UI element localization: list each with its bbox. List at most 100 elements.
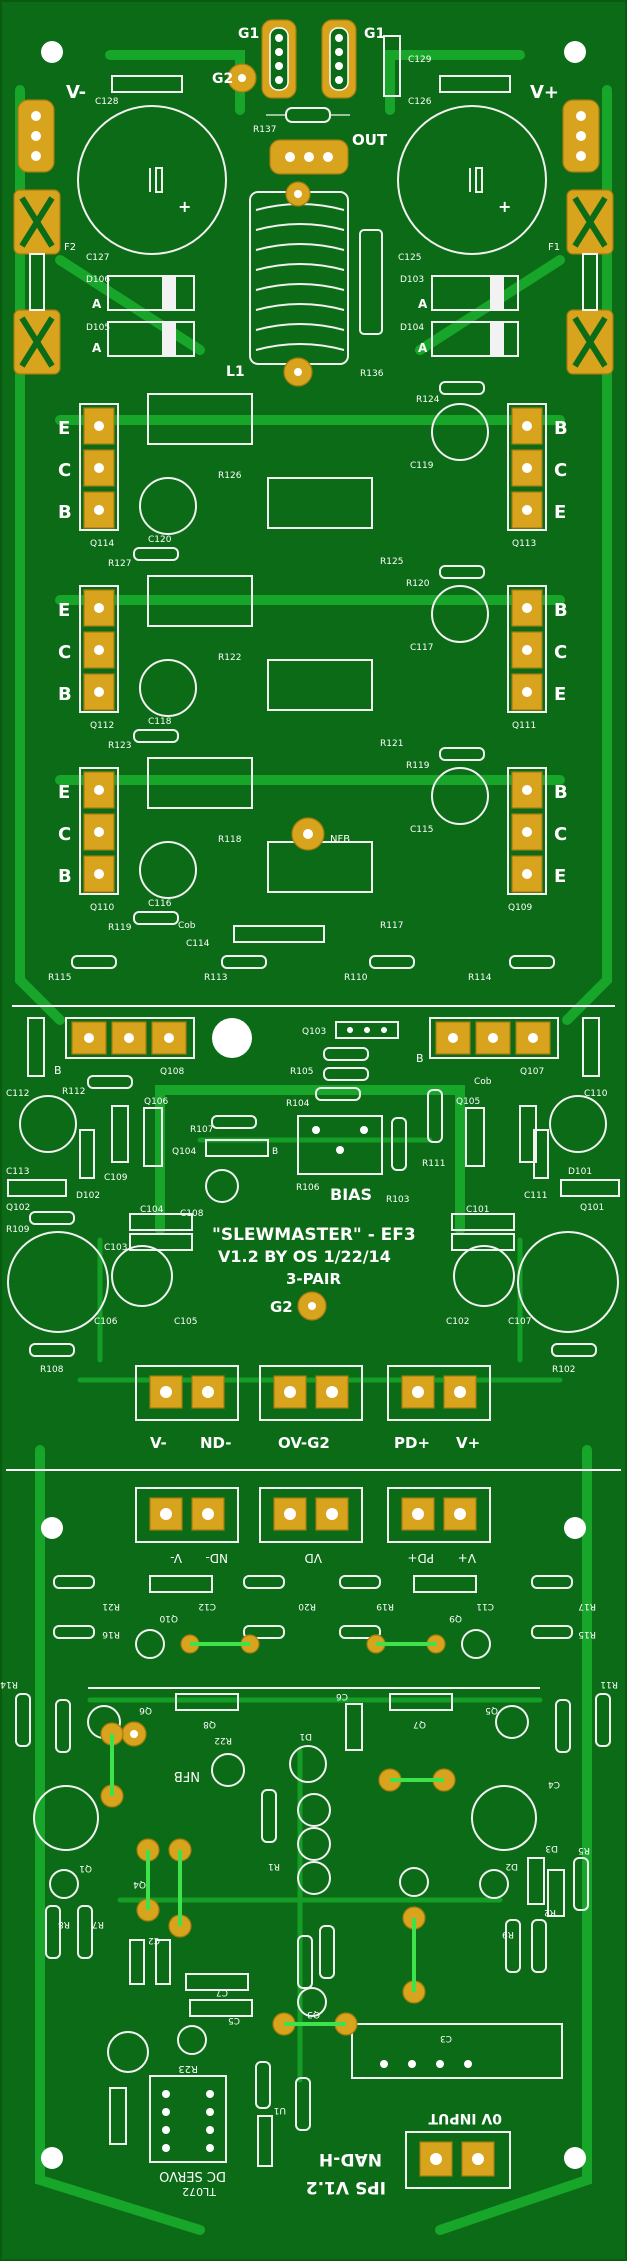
svg-text:R106: R106 — [296, 1183, 320, 1193]
svg-text:R21: R21 — [102, 1601, 120, 1611]
label-input: 0V INPUT — [428, 2110, 502, 2126]
label-board-name: NAD-H — [319, 2149, 382, 2169]
output-stage-row-3: E C B Q110 R118 R117 B C E Q109 C116 C11… — [58, 747, 568, 933]
svg-text:R115: R115 — [48, 973, 71, 983]
svg-text:R102: R102 — [552, 1365, 575, 1375]
svg-text:OV-G2: OV-G2 — [278, 1434, 330, 1452]
svg-text:C119: C119 — [410, 461, 434, 471]
title-line-3: 3-PAIR — [286, 1270, 341, 1288]
svg-text:B: B — [554, 782, 568, 803]
label-g1-right: G1 — [364, 26, 385, 42]
svg-text:C7: C7 — [216, 1987, 228, 1997]
svg-text:R14: R14 — [0, 1679, 18, 1689]
mounting-hole — [564, 41, 586, 63]
connector-bottom-right: PD+ V+ — [387, 1487, 491, 1565]
connector-mid-center: OV-G2 — [259, 1365, 363, 1452]
svg-text:D101: D101 — [568, 1167, 592, 1177]
svg-text:C: C — [58, 460, 71, 481]
label-c125: C125 — [398, 253, 421, 263]
svg-text:R109: R109 — [6, 1225, 30, 1235]
label-nfb-top: NFB — [330, 834, 350, 845]
svg-text:C104: C104 — [140, 1205, 164, 1215]
svg-text:C: C — [554, 642, 567, 663]
svg-text:D104: D104 — [400, 323, 424, 333]
svg-text:C107: C107 — [508, 1317, 531, 1327]
svg-text:R125: R125 — [380, 557, 403, 567]
svg-text:C106: C106 — [94, 1317, 118, 1327]
svg-text:E: E — [554, 684, 566, 705]
svg-text:D1: D1 — [299, 1731, 312, 1741]
label-fuse-f2: F2 — [64, 242, 76, 253]
svg-text:C6: C6 — [336, 1691, 348, 1701]
svg-text:VD: VD — [305, 1551, 322, 1565]
svg-text:R121: R121 — [380, 739, 403, 749]
svg-text:B: B — [554, 418, 568, 439]
bulk-cap-right — [397, 105, 547, 255]
svg-text:V-: V- — [170, 1551, 182, 1565]
svg-text:ND-: ND- — [205, 1551, 228, 1565]
svg-text:R123: R123 — [108, 741, 131, 751]
mounting-hole — [564, 1517, 586, 1539]
svg-text:Q3: Q3 — [307, 2009, 320, 2019]
svg-text:R23: R23 — [178, 2063, 198, 2074]
svg-text:E: E — [58, 782, 70, 803]
output-stage-row-2: E C B Q112 R122 R121 B C E Q111 C118 C11… — [58, 565, 568, 751]
svg-text:R108: R108 — [40, 1365, 64, 1375]
svg-text:R104: R104 — [286, 1099, 310, 1109]
svg-text:C117: C117 — [410, 643, 433, 653]
svg-text:R20: R20 — [298, 1601, 316, 1611]
label-out: OUT — [352, 131, 388, 149]
svg-text:R107: R107 — [190, 1125, 213, 1135]
top-section: G1 G1 G2 R137 OUT V- V+ C128 C126 C129 + — [13, 19, 614, 983]
svg-text:R2: R2 — [544, 1907, 556, 1917]
svg-text:B: B — [416, 1052, 424, 1065]
svg-text:Q102: Q102 — [6, 1203, 30, 1213]
svg-text:R19: R19 — [376, 1601, 394, 1611]
svg-text:Q106: Q106 — [144, 1097, 169, 1107]
output-stage-row-1: E C B Q114 R126 R125 B C E Q113 C120 C11… — [58, 381, 568, 569]
svg-text:C120: C120 — [148, 535, 172, 545]
mounting-hole — [41, 2147, 63, 2169]
svg-text:U1: U1 — [274, 2105, 286, 2115]
svg-text:B: B — [54, 1064, 62, 1077]
svg-text:Q8: Q8 — [203, 1719, 216, 1729]
svg-text:E: E — [554, 502, 566, 523]
svg-text:E: E — [58, 418, 70, 439]
svg-text:Q103: Q103 — [302, 1027, 326, 1037]
svg-text:V+: V+ — [456, 1434, 480, 1452]
svg-text:C102: C102 — [446, 1317, 469, 1327]
svg-text:A: A — [92, 341, 102, 355]
bottom-section: V- ND- VD PD+ V+ R21 C12 R20 R19 C11 R17 — [0, 1487, 618, 2198]
svg-text:Q114: Q114 — [90, 539, 115, 549]
svg-text:R122: R122 — [218, 653, 241, 663]
svg-text:Q1: Q1 — [79, 1863, 92, 1873]
label-l1: L1 — [226, 364, 245, 380]
svg-text:C105: C105 — [174, 1317, 197, 1327]
svg-text:C114: C114 — [186, 939, 210, 949]
svg-text:Q111: Q111 — [512, 721, 536, 731]
svg-text:A: A — [92, 297, 102, 311]
svg-text:R112: R112 — [62, 1087, 85, 1097]
svg-text:R5: R5 — [578, 1845, 590, 1855]
svg-text:R11: R11 — [600, 1679, 618, 1689]
svg-text:C112: C112 — [6, 1089, 29, 1099]
input-connector: 0V INPUT — [405, 2110, 511, 2189]
middle-section: Q108 B Q107 B Q103 R112 R105 R104 Cob C1… — [6, 1017, 620, 1452]
svg-text:R127: R127 — [108, 559, 131, 569]
svg-text:Cob: Cob — [474, 1077, 492, 1087]
svg-text:R17: R17 — [578, 1601, 596, 1611]
mounting-hole — [564, 2147, 586, 2169]
svg-text:R124: R124 — [416, 395, 440, 405]
connector-mid-left: V- ND- — [135, 1365, 239, 1452]
svg-text:R110: R110 — [344, 973, 368, 983]
label-g1-left: G1 — [238, 26, 259, 42]
bias-trimmer — [297, 1115, 383, 1175]
svg-text:C103: C103 — [104, 1243, 127, 1253]
svg-text:B: B — [554, 600, 568, 621]
mounting-hole — [41, 1517, 63, 1539]
bulk-cap-left — [77, 105, 227, 255]
svg-text:R8: R8 — [58, 1919, 70, 1929]
title-line-2: V1.2 BY OS 1/22/14 — [218, 1247, 391, 1266]
label-v-minus: V- — [66, 82, 86, 103]
inductor-l1: L1 — [226, 181, 349, 387]
